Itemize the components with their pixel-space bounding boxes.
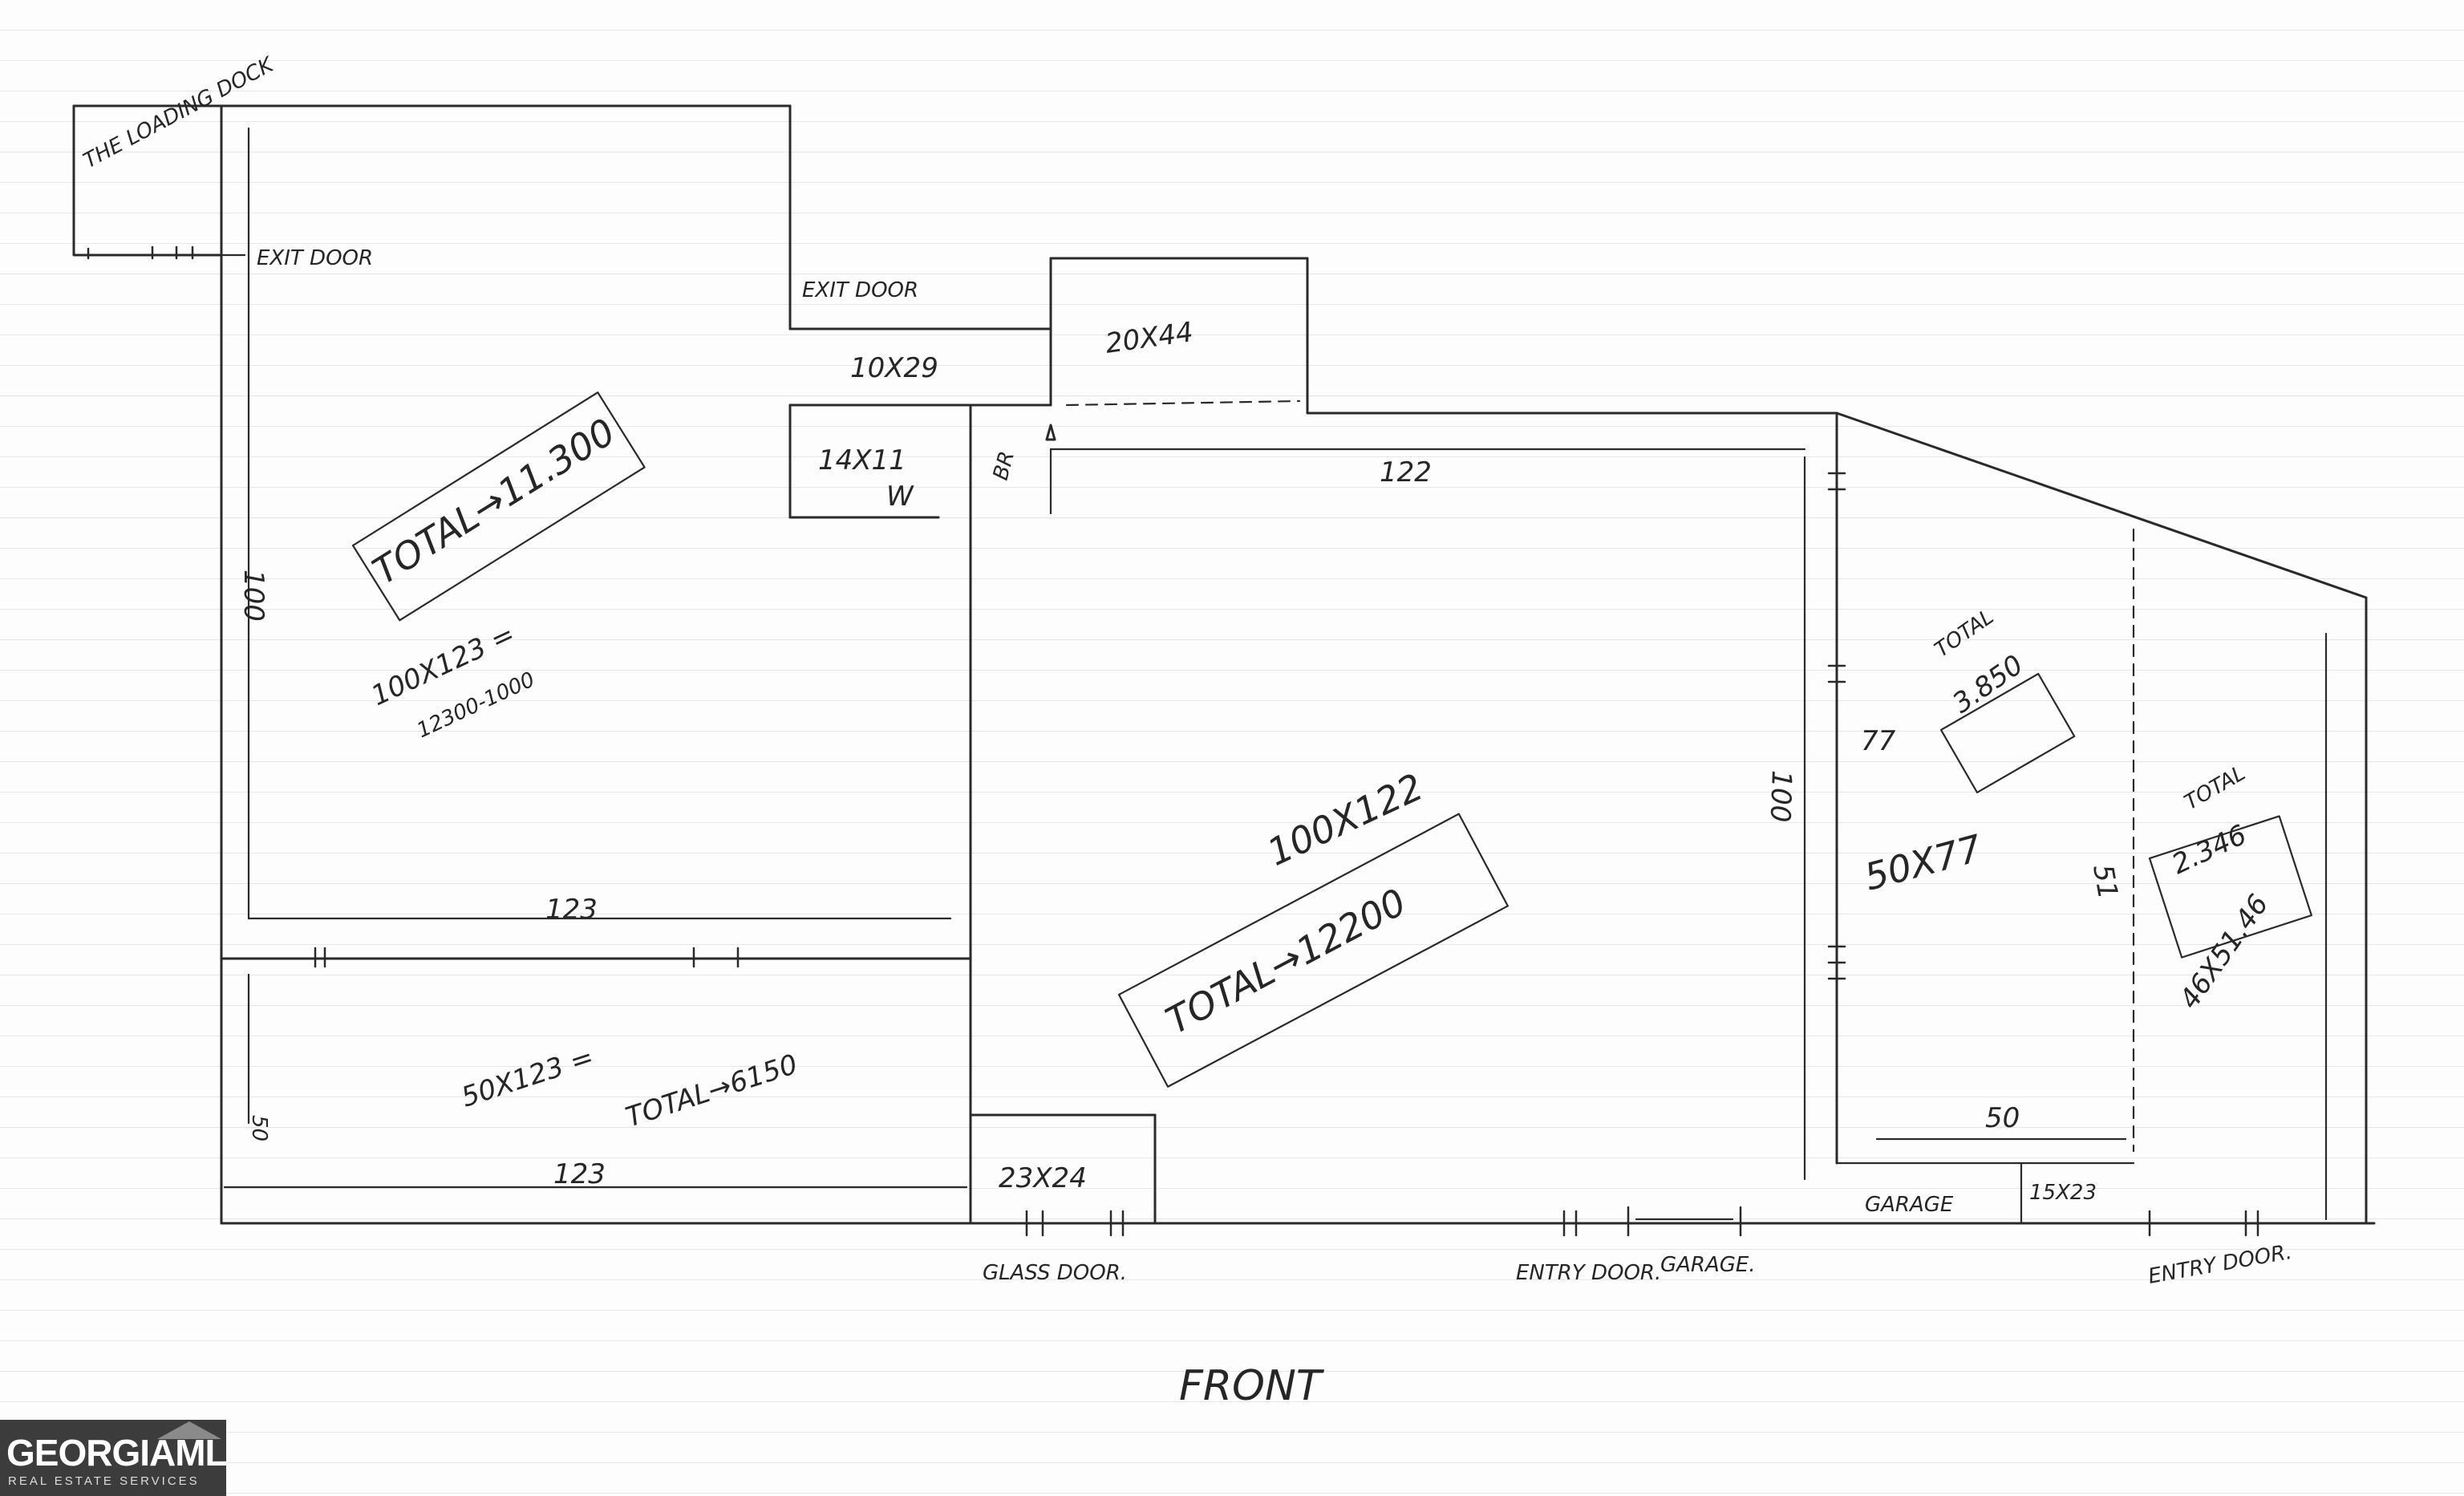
middle-annex <box>788 327 1056 1225</box>
label-total-3850-title: TOTAL <box>1931 605 1998 663</box>
label-total-11300: TOTAL→11.300 <box>365 410 622 594</box>
front-door-ticks <box>1025 1206 2259 1237</box>
label-exit-door-left: EXIT DOOR <box>257 246 373 270</box>
room-20x44 <box>1049 257 1309 415</box>
label-100x122: 100X122 <box>1261 764 1430 874</box>
label-77: 77 <box>1861 725 1896 757</box>
middle-space <box>220 412 2376 1225</box>
label-50x77: 50X77 <box>1860 826 1987 899</box>
total-box-2346 <box>2148 815 2312 959</box>
label-total-6150: TOTAL→6150 <box>622 1048 801 1134</box>
label-50x123: 50X123 = <box>457 1041 598 1114</box>
house-roof-icon <box>157 1421 221 1439</box>
label-20x44: 20X44 <box>1104 316 1195 360</box>
label-front: FRONT <box>1179 1362 1325 1410</box>
label-100-left: 100 <box>237 570 270 622</box>
label-glass-door: GLASS DOOR. <box>983 1261 1127 1285</box>
label-total-2346-title: TOTAL <box>2181 761 2250 815</box>
watermark-brand: GEORGIAMLS <box>6 1432 226 1474</box>
total-box-12200 <box>1117 813 1509 1088</box>
label-entry-door-2: ENTRY DOOR. <box>2146 1240 2294 1289</box>
label-51: 51 <box>2086 862 2124 902</box>
label-100-right: 100 <box>1764 770 1797 823</box>
label-23x24: 23X24 <box>999 1162 1087 1194</box>
left-building <box>220 104 972 1225</box>
watermark-subtitle: REAL ESTATE SERVICES <box>8 1474 200 1488</box>
label-50-left: 50 <box>247 1115 271 1141</box>
room-23x24 <box>969 1113 1157 1225</box>
label-exit-door-middle: EXIT DOOR <box>802 278 918 302</box>
label-123-mid: 123 <box>545 894 598 926</box>
label-14x11: 14X11 <box>818 444 906 476</box>
label-entry-door-1: ENTRY DOOR. <box>1516 1261 1661 1285</box>
total-box-11300 <box>351 391 646 622</box>
label-garage-front: GARAGE. <box>1660 1253 1756 1277</box>
right-building <box>1827 412 2368 1225</box>
label-total-3850-value: 3.850 <box>1947 649 2029 720</box>
watermark-logo: GEORGIAMLS REAL ESTATE SERVICES <box>0 1420 226 1496</box>
label-122-top: 122 <box>1380 456 1432 489</box>
label-50-bottom: 50 <box>1985 1102 2020 1134</box>
label-br: BR <box>989 448 1019 482</box>
label-total-12200: TOTAL→12200 <box>1159 880 1413 1043</box>
label-123-bottom: 123 <box>553 1158 606 1190</box>
total-box-3850 <box>1939 672 2076 794</box>
label-total-2346-value: 2.346 <box>2167 819 2251 881</box>
label-garage-inner: GARAGE <box>1865 1193 1954 1217</box>
label-46x51: 46X51.46 <box>2174 889 2276 1015</box>
label-w: W <box>886 480 914 513</box>
label-10x29: 10X29 <box>850 352 938 384</box>
label-15x23: 15X23 <box>2029 1181 2097 1205</box>
